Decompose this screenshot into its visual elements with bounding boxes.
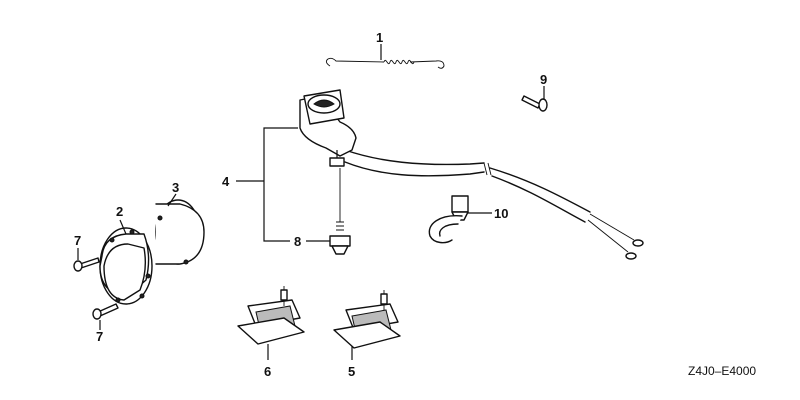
part-cable-clamp [428,195,469,244]
part-screw-9 [521,95,548,112]
part-rubber-mount-6 [237,286,305,345]
callout-8: 8 [294,234,301,249]
part-rubber-mount-5 [333,290,401,349]
diagram-code: Z4J0–E4000 [688,364,756,378]
callout-2: 2 [116,204,123,219]
leader-2 [119,219,127,235]
part-spring [325,57,445,69]
part-housing-cover [99,227,153,305]
callout-6: 6 [264,364,271,379]
callout-9: 9 [540,72,547,87]
leader-3 [167,193,177,207]
callout-3: 3 [172,180,179,195]
callout-5: 5 [348,364,355,379]
callout-1: 1 [376,30,383,45]
part-screw-7-upper [73,257,100,272]
callout-10: 10 [494,206,508,221]
part-ring-gasket [155,199,205,265]
part-bolt-8 [329,168,351,255]
callout-7a: 7 [74,233,81,248]
part-screw-7-lower [92,303,119,320]
callout-7b: 7 [96,329,103,344]
leader-4 [263,127,298,242]
part-switch-assembly [299,89,644,260]
callout-4: 4 [222,174,230,189]
